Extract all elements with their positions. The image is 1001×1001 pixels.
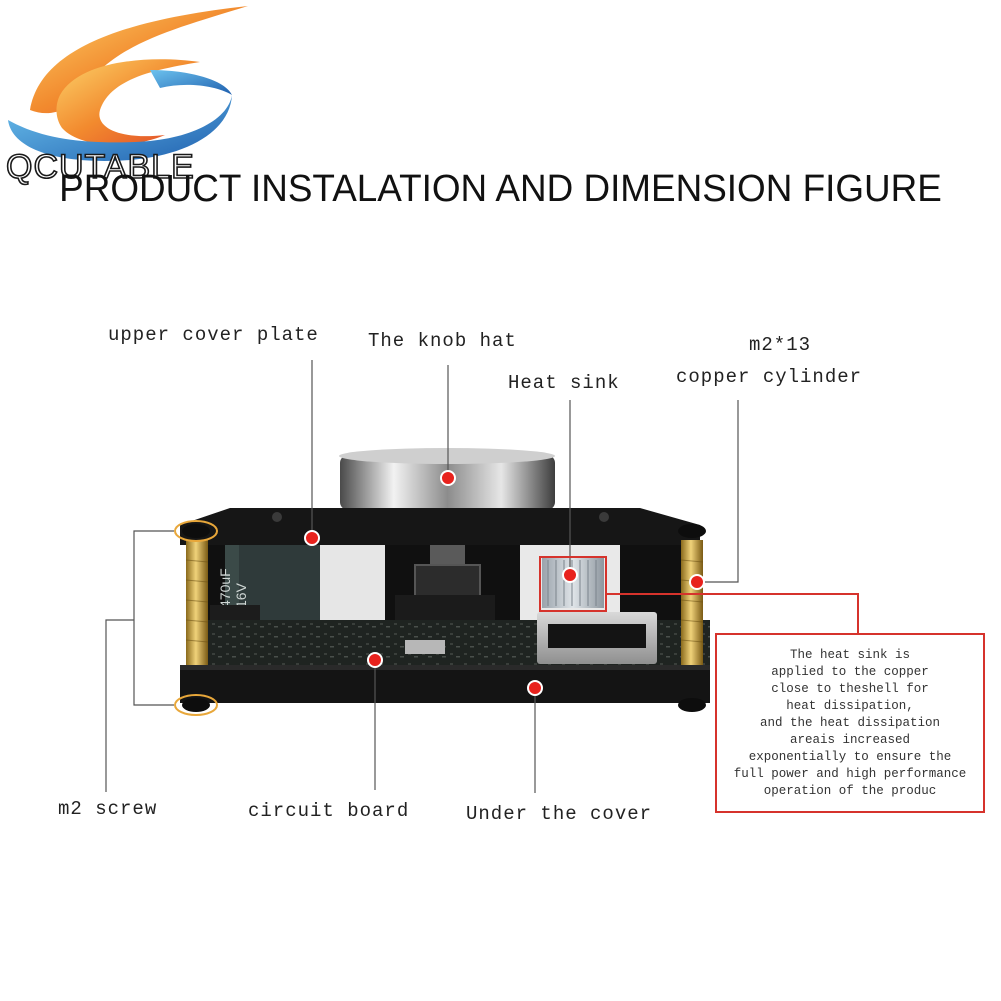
marker-upper-cover: [304, 530, 320, 546]
marker-under-cover: [527, 680, 543, 696]
label-circuit-board: circuit board: [248, 800, 410, 822]
label-copper-size: m2*13: [749, 334, 812, 356]
under-cover: [180, 665, 710, 703]
heat-sink-callout-text: The heat sink is applied to the copper c…: [733, 647, 967, 798]
m2-screw-bottom: [182, 698, 210, 712]
copper-cylinder-right: [681, 540, 703, 665]
label-knob-hat: The knob hat: [368, 330, 517, 352]
label-m2-screw: m2 screw: [58, 798, 158, 820]
brand-logo-icon: [8, 6, 248, 161]
marker-circuit-board: [367, 652, 383, 668]
label-under-cover: Under the cover: [466, 803, 653, 825]
label-copper-cylinder: copper cylinder: [676, 366, 863, 388]
marker-knob-hat: [440, 470, 456, 486]
page-title: PRODUCT INSTALATION AND DIMENSION FIGURE: [59, 168, 942, 210]
upper-cover-plate: [180, 508, 700, 545]
label-upper-cover-plate: upper cover plate: [108, 324, 319, 346]
label-heat-sink: Heat sink: [508, 372, 620, 394]
marker-copper-cylinder: [689, 574, 705, 590]
m2-screw-top: [182, 524, 210, 538]
capacitor-label: 470uF16V: [217, 568, 249, 608]
marker-heat-sink: [562, 567, 578, 583]
heat-sink: [542, 558, 604, 608]
brand-name: QCUTABLE: [5, 148, 195, 186]
copper-cylinder-left: [186, 540, 208, 665]
heat-sink-callout: The heat sink is applied to the copper c…: [715, 633, 985, 813]
